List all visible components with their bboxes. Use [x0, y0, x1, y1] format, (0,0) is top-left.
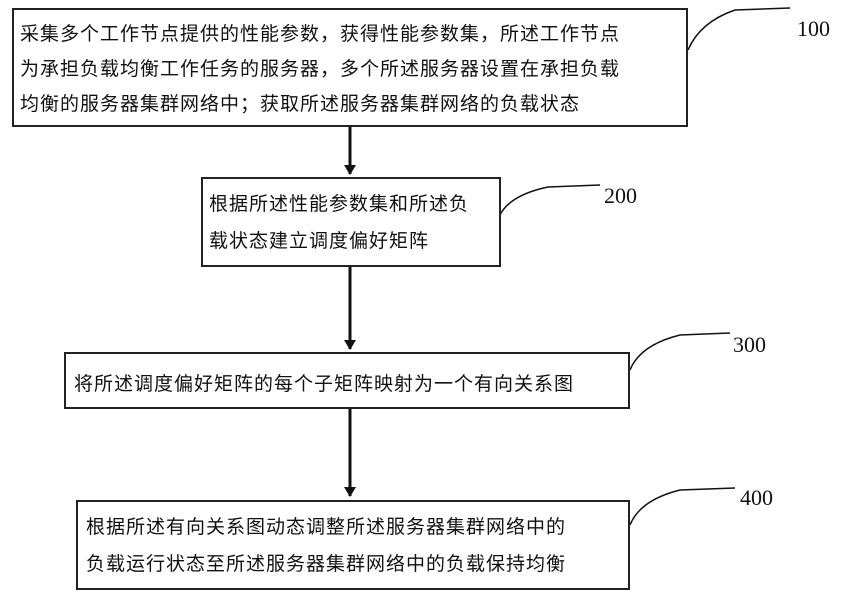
- step-200-box: 根据所述性能参数集和所述负 载状态建立调度偏好矩阵: [201, 177, 501, 267]
- step-100-line-2: 为承担负载均衡工作任务的服务器，多个所述服务器设置在承担负载: [20, 54, 686, 81]
- step-400-label: 400: [740, 485, 773, 511]
- step-200-line-2: 载状态建立调度偏好矩阵: [209, 226, 499, 253]
- leader-300: [630, 333, 730, 370]
- step-100-label: 100: [797, 16, 830, 42]
- step-400-line-2: 负载运行状态至所述服务器集群网络中的负载保持均衡: [86, 549, 628, 576]
- step-400-box: 根据所述有向关系图动态调整所述服务器集群网络中的 负载运行状态至所述服务器集群网…: [76, 500, 630, 590]
- leader-100: [688, 8, 790, 50]
- step-100-line-3: 均衡的服务器集群网络中；获取所述服务器集群网络的负载状态: [20, 89, 686, 116]
- step-300-line-1: 将所述调度偏好矩阵的每个子矩阵映射为一个有向关系图: [74, 369, 628, 396]
- step-100-box: 采集多个工作节点提供的性能参数，获得性能参数集，所述工作节点 为承担负载均衡工作…: [12, 8, 688, 127]
- step-300-box: 将所述调度偏好矩阵的每个子矩阵映射为一个有向关系图: [64, 352, 630, 409]
- step-400-line-1: 根据所述有向关系图动态调整所述服务器集群网络中的: [86, 512, 628, 539]
- step-100-line-1: 采集多个工作节点提供的性能参数，获得性能参数集，所述工作节点: [20, 19, 686, 46]
- leader-200: [500, 185, 600, 215]
- leader-400: [630, 488, 735, 525]
- step-200-label: 200: [604, 183, 637, 209]
- step-300-label: 300: [733, 332, 766, 358]
- step-200-line-1: 根据所述性能参数集和所述负: [209, 189, 499, 216]
